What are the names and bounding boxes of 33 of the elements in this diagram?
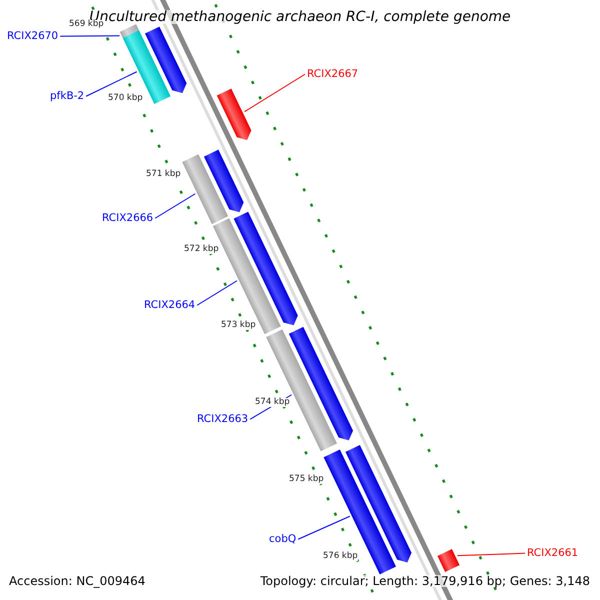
leader-line xyxy=(86,71,138,97)
gene-bar xyxy=(288,326,354,440)
leader-line xyxy=(60,35,120,37)
gene-label: RCIX2664 xyxy=(144,300,196,310)
footer-text: Topology: circular; Length: 3,179,916 bp; Genes: 3,148 xyxy=(260,575,590,587)
scale-label: 575 kbp xyxy=(289,475,324,484)
gene-label: cobQ xyxy=(269,534,296,544)
scale-label: 572 kbp xyxy=(184,245,219,254)
leader-line xyxy=(196,280,238,306)
scale-label: 569 kbp xyxy=(69,20,104,28)
footer-text: Accession: NC_009464 xyxy=(9,575,146,587)
scale-label: 574 kbp xyxy=(255,398,290,406)
leader-line xyxy=(298,516,350,540)
scale-label: 573 kbp xyxy=(221,321,256,330)
scale-label: 570 kbp xyxy=(108,94,143,102)
gene-label: RCIX2666 xyxy=(102,213,154,224)
gene-label: pfkB-2 xyxy=(50,91,84,102)
gene-label: RCIX2670 xyxy=(7,31,58,42)
gene-bar xyxy=(122,30,171,104)
scale-label: 571 kbp xyxy=(146,170,181,178)
scale-label: 576 kbp xyxy=(323,552,358,560)
gene-bar xyxy=(145,26,187,94)
gene-bar xyxy=(204,150,244,212)
gene-label: RCIX2663 xyxy=(197,414,248,424)
leader-line xyxy=(244,74,306,112)
gene-bar xyxy=(182,154,228,224)
gene-label: RCIX2661 xyxy=(527,548,578,558)
gene-bar xyxy=(216,88,252,140)
gene-bar xyxy=(437,549,460,572)
leader-line xyxy=(456,552,526,556)
leader-line xyxy=(154,193,196,219)
gene-label: RCIX2667 xyxy=(307,69,358,80)
gene-bar xyxy=(324,450,396,574)
